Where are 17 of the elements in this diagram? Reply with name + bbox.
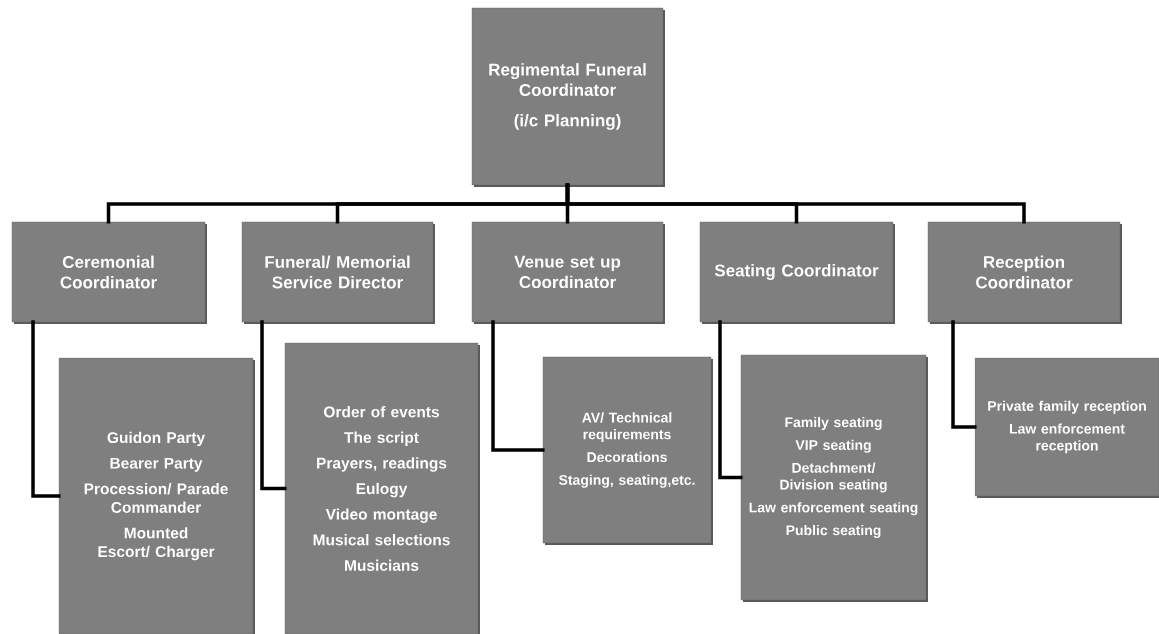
role-box: Venue set up Coordinator (471, 221, 665, 324)
task-list-box: Guidon Party Bearer Party Procession/ Parade Commander Mounted Escort/ Charger (58, 357, 255, 634)
connector (31, 320, 61, 498)
role-box: Reception Coordinator (927, 221, 1122, 324)
connector (491, 320, 545, 452)
role-box: Seating Coordinator (699, 221, 895, 324)
role-box: Funeral/ Memorial Service Director (241, 221, 435, 324)
connector (951, 320, 977, 429)
connector (565, 183, 1026, 224)
connector (260, 320, 287, 491)
task-list-box: Private family reception Law enforcement reception (974, 357, 1159, 498)
task-list-box: Family seating VIP seating Detachment/ Division seating Law enforcement seating Public seating (740, 354, 928, 602)
connector (718, 320, 743, 480)
task-list-box: Order of events The script Prayers, readings Eulogy Video montage Musical selections Musicians (284, 342, 480, 634)
role-box: Regimental Funeral Coordinator (i/c Planning) (471, 7, 665, 187)
task-list-box: AV/ Technical requirements Decorations Staging, seating,etc. (542, 356, 713, 545)
role-box: Ceremonial Coordinator (11, 221, 207, 324)
